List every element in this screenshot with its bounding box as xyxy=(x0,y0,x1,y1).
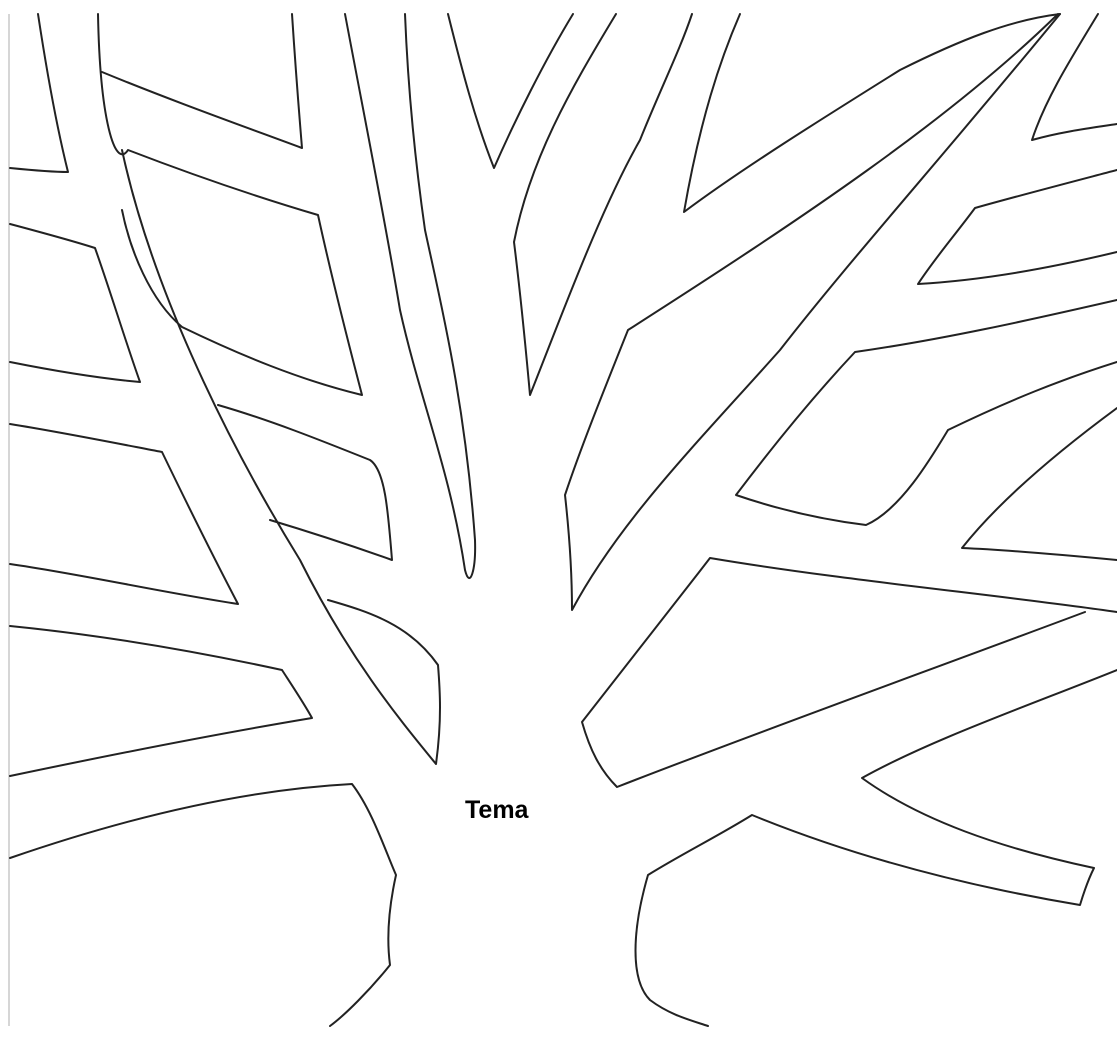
branch-outline-18 xyxy=(962,408,1117,560)
branch-outline-11 xyxy=(448,14,573,168)
trunk-label: Tema xyxy=(465,798,528,823)
branch-outline-20 xyxy=(636,670,1117,1026)
branch-outline-8 xyxy=(122,150,440,764)
branch-outline-5 xyxy=(10,424,238,604)
branch-outline-16 xyxy=(918,170,1117,284)
branch-outline-13 xyxy=(684,14,1060,212)
branch-outline-9 xyxy=(10,784,396,1026)
branch-outline-19 xyxy=(582,558,1117,787)
branch-outline-1 xyxy=(10,14,68,172)
branch-outline-3 xyxy=(102,14,302,148)
branch-outline-6 xyxy=(218,405,392,560)
branch-outline-4 xyxy=(10,224,140,382)
branch-outline-10 xyxy=(345,14,475,578)
branch-outline-7 xyxy=(10,626,312,776)
branch-outline-2 xyxy=(98,14,362,395)
